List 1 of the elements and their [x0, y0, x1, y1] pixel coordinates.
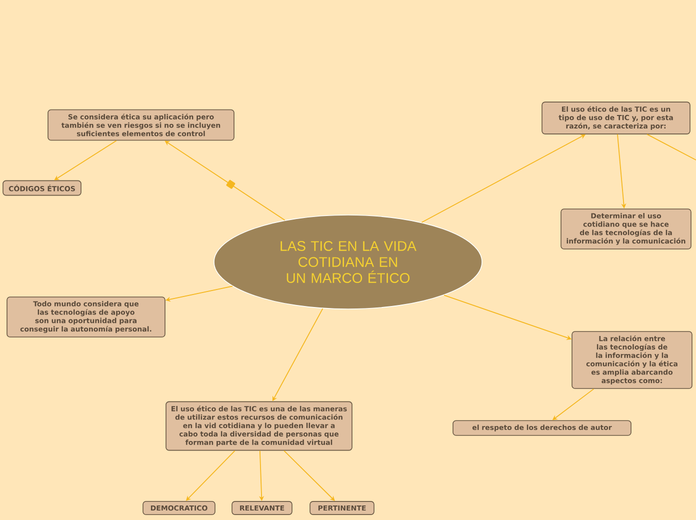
arrow — [54, 140, 117, 180]
